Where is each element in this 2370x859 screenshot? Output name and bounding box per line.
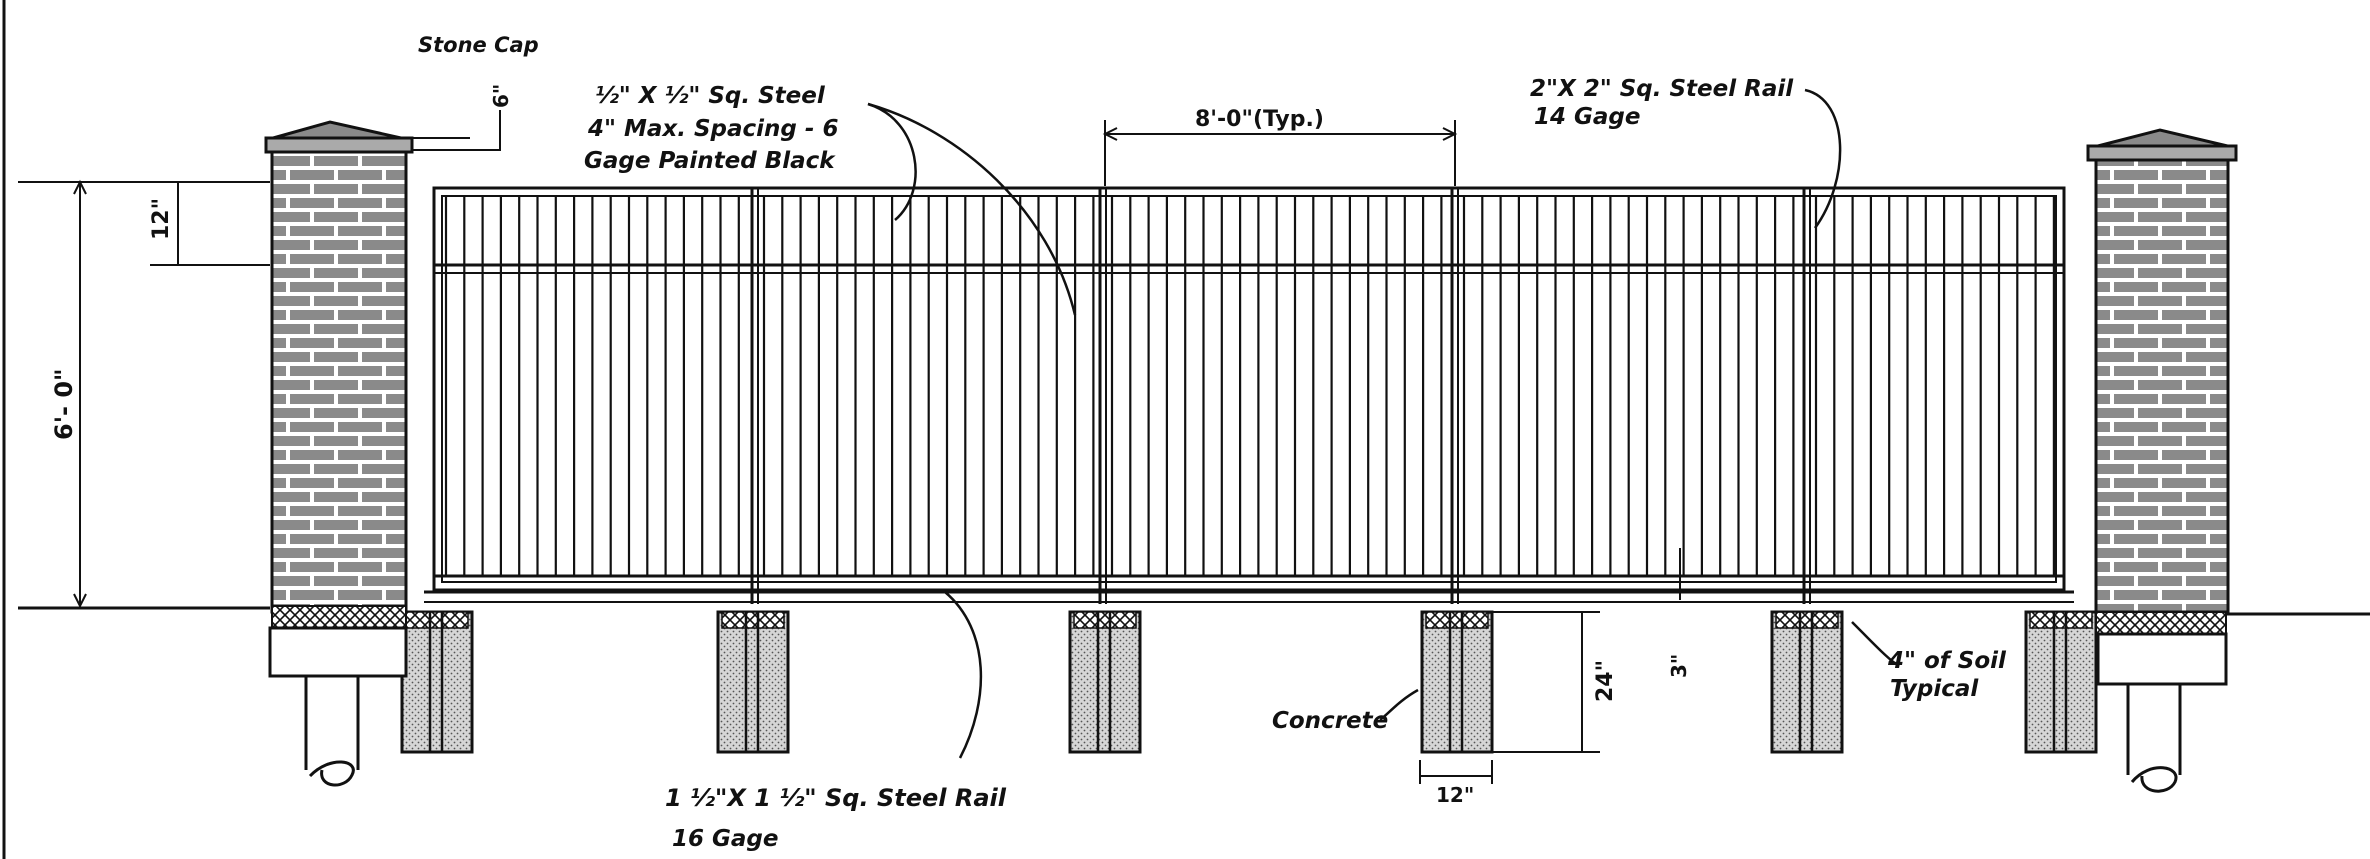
footing: [716, 610, 790, 754]
stone-cap-label: Stone Cap: [418, 33, 539, 57]
footing-body: [716, 610, 790, 754]
footing-soil: [721, 611, 785, 629]
left-column-bricks: [270, 150, 408, 614]
fence-height-dim: 6'- 0": [50, 368, 78, 440]
concrete-label: Concrete: [1272, 708, 1388, 734]
callout-labels: Stone Cap 6" ½" X ½" Sq. Steel 4" Max. S…: [50, 33, 2007, 852]
footing-soil: [2029, 611, 2093, 629]
right-column-footing: [2096, 632, 2228, 686]
footing: [1770, 610, 1844, 754]
concrete-footings: [400, 610, 2098, 754]
soil-note-line2: Typical: [1890, 676, 1979, 702]
picket-spec-line3: Gage Painted Black: [584, 148, 836, 174]
leader-lines: [867, 88, 1897, 759]
left-column-pile: [304, 676, 360, 787]
footing-soil: [1425, 611, 1489, 629]
right-column-bricks: [2094, 158, 2230, 614]
cap-height-dim: 6": [489, 84, 513, 108]
panel-width-dim: 8'-0"(Typ.): [1195, 107, 1324, 132]
footing-body: [400, 610, 474, 754]
footing-body: [2024, 610, 2098, 754]
footing: [1420, 610, 1494, 754]
footing-soil: [1073, 611, 1137, 629]
footing-depth-dim: 24": [1593, 660, 1618, 702]
footing-body: [1770, 610, 1844, 754]
footing-body: [1420, 610, 1494, 754]
footing-soil: [405, 611, 469, 629]
fence-frame-inner: [441, 195, 2057, 583]
left-column-footing: [268, 626, 408, 678]
footing: [1068, 610, 1142, 754]
fence-panel: [424, 186, 2074, 604]
fence-frame: [432, 186, 2066, 592]
top-rail-spec-line2: 14 Gage: [1534, 104, 1640, 130]
footing-width-dim: 12": [1436, 783, 1474, 807]
dimension-lines: [18, 110, 1681, 784]
footing: [400, 610, 474, 754]
footing-soil: [1775, 611, 1839, 629]
footing-body: [1068, 610, 1142, 754]
pickets: [444, 196, 2055, 576]
right-brick-column: [2086, 128, 2238, 793]
top-rail-spec-line1: 2"X 2" Sq. Steel Rail: [1530, 76, 1794, 102]
ground-gap-dim: 3": [1667, 654, 1691, 678]
right-column-pile: [2126, 684, 2182, 793]
bottom-rail-spec-line1: 1 ½"X 1 ½" Sq. Steel Rail: [665, 784, 1007, 812]
picket-spec-line1: ½" X ½" Sq. Steel: [595, 83, 826, 109]
picket-spec-line2: 4" Max. Spacing - 6: [587, 116, 838, 142]
top-band-dim: 12": [149, 198, 174, 240]
footing: [2024, 610, 2098, 754]
left-brick-column: [264, 120, 414, 787]
soil-note-line1: 4" of Soil: [1887, 648, 2007, 674]
bottom-rail-spec-line2: 16 Gage: [672, 826, 778, 852]
